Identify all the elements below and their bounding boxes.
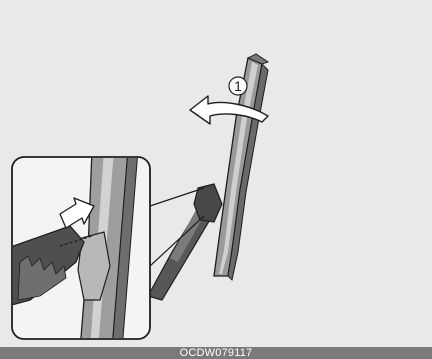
image-code-label: OCDW079117 (180, 347, 253, 359)
wiper-blade-illustration: 1 (0, 0, 432, 347)
image-code-bar: OCDW079117 (0, 347, 432, 359)
step-marker-number: 1 (234, 78, 242, 94)
detail-inset (8, 150, 150, 347)
wiper-assembly (148, 54, 268, 300)
